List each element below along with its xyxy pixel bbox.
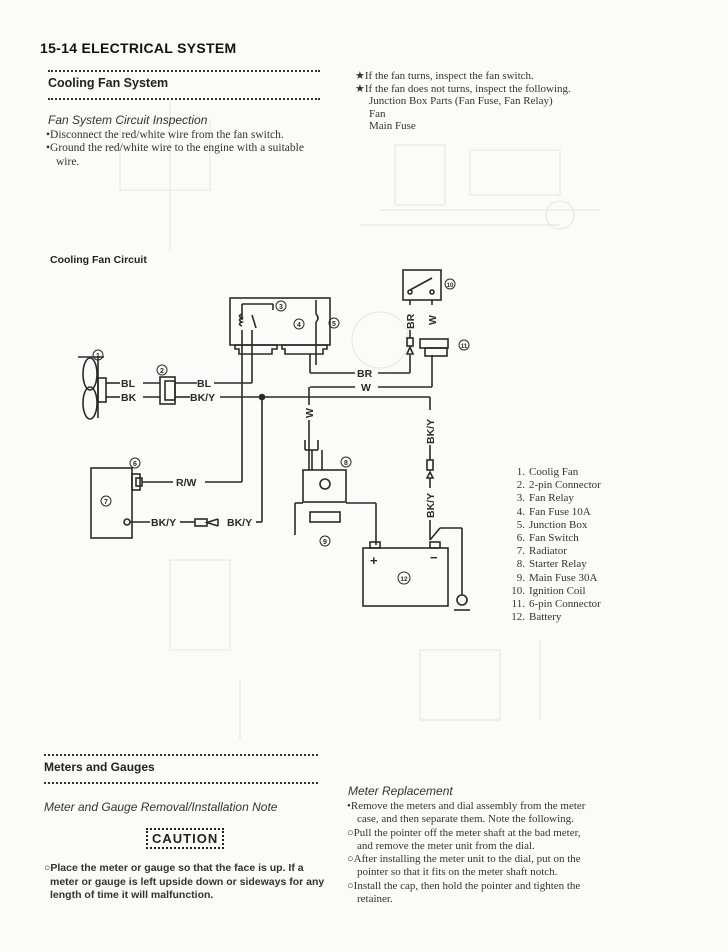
callout-6: 6 [133, 461, 137, 468]
callout-5: 5 [332, 321, 336, 328]
parts-legend: 1.Coolig Fan 2.2-pin Connector 3.Fan Rel… [503, 466, 601, 624]
fan-checks: ★If the fan turns, inspect the fan switc… [355, 70, 635, 133]
subsection-title-circuit-inspection: Fan System Circuit Inspection [48, 113, 208, 127]
divider [44, 754, 318, 756]
wire-label: BK/Y [151, 517, 176, 529]
callout-11: 11 [461, 344, 468, 350]
callout-10: 10 [447, 283, 454, 289]
callout-9: 9 [323, 539, 327, 546]
caution-text: ○Place the meter or gauge so that the fa… [44, 862, 325, 901]
wire-label: BK/Y [227, 517, 252, 529]
legend-item: 5.Junction Box [516, 518, 588, 531]
subsection-title-meter-removal: Meter and Gauge Removal/Installation Not… [44, 800, 278, 814]
section-title-meters: Meters and Gauges [44, 760, 155, 774]
wire-label: BL [121, 378, 136, 390]
wire-label: R/W [176, 477, 197, 489]
wire-label: BK/Y [425, 419, 437, 444]
battery-positive: + [370, 553, 378, 568]
callout-4: 4 [297, 322, 301, 329]
section-title-cooling-fan: Cooling Fan System [48, 76, 169, 90]
wire-label: BR [357, 368, 373, 380]
legend-item: 6.Fan Switch [516, 531, 579, 544]
callout-8: 8 [344, 460, 348, 467]
legend-item: 4.Fan Fuse 10A [516, 505, 591, 518]
step: •Disconnect the red/white wire from the … [46, 129, 284, 141]
divider [48, 98, 320, 100]
wire-label: W [304, 408, 316, 418]
legend-item: 3.Fan Relay [516, 492, 574, 505]
callout-1: 1 [96, 353, 100, 360]
wire-label: BL [197, 378, 212, 390]
legend-item: 12.Battery [511, 611, 562, 624]
inspection-steps: •Disconnect the red/white wire from the … [46, 129, 326, 169]
wire-label: BK/Y [190, 392, 215, 404]
inspect-item: Fan [369, 107, 386, 120]
wire-label: BK [121, 392, 137, 404]
inspect-item: Junction Box Parts (Fan Fuse, Fan Relay) [369, 95, 553, 107]
legend-item: 8.Starter Relay [516, 558, 587, 571]
wire-label: BK/Y [425, 493, 437, 518]
legend-item: 9.Main Fuse 30A [516, 571, 598, 584]
legend-item: 11.6-pin Connector [511, 597, 601, 610]
wire-label: W [427, 315, 439, 325]
battery-negative: − [430, 550, 438, 565]
meter-replacement-steps: •Remove the meters and dial assembly fro… [347, 800, 586, 906]
legend-item: 2.2-pin Connector [516, 479, 601, 492]
diagram-caption: Cooling Fan Circuit [50, 254, 147, 266]
legend-item: 10.Ignition Coil [511, 584, 586, 597]
legend-item: 7.Radiator [516, 545, 567, 558]
wire-label: BR [405, 313, 417, 329]
divider [44, 782, 318, 784]
caution-badge: CAUTION [146, 828, 225, 849]
subsection-title-meter-replacement: Meter Replacement [348, 784, 453, 798]
check: ★If the fan does not turns, inspect the … [355, 82, 571, 95]
legend-item: 1.Coolig Fan [516, 466, 579, 478]
callout-12: 12 [400, 576, 408, 583]
callout-3: 3 [279, 304, 283, 311]
callout-7: 7 [104, 499, 108, 506]
check: ★If the fan turns, inspect the fan switc… [355, 70, 534, 82]
page-header: 15-14 ELECTRICAL SYSTEM [40, 40, 237, 56]
divider [48, 70, 320, 72]
step: wire. [56, 155, 80, 168]
wire-label: W [361, 382, 371, 394]
callout-2: 2 [160, 368, 164, 375]
step: •Ground the red/white wire to the engine… [46, 142, 304, 155]
inspect-item: Main Fuse [369, 120, 416, 132]
